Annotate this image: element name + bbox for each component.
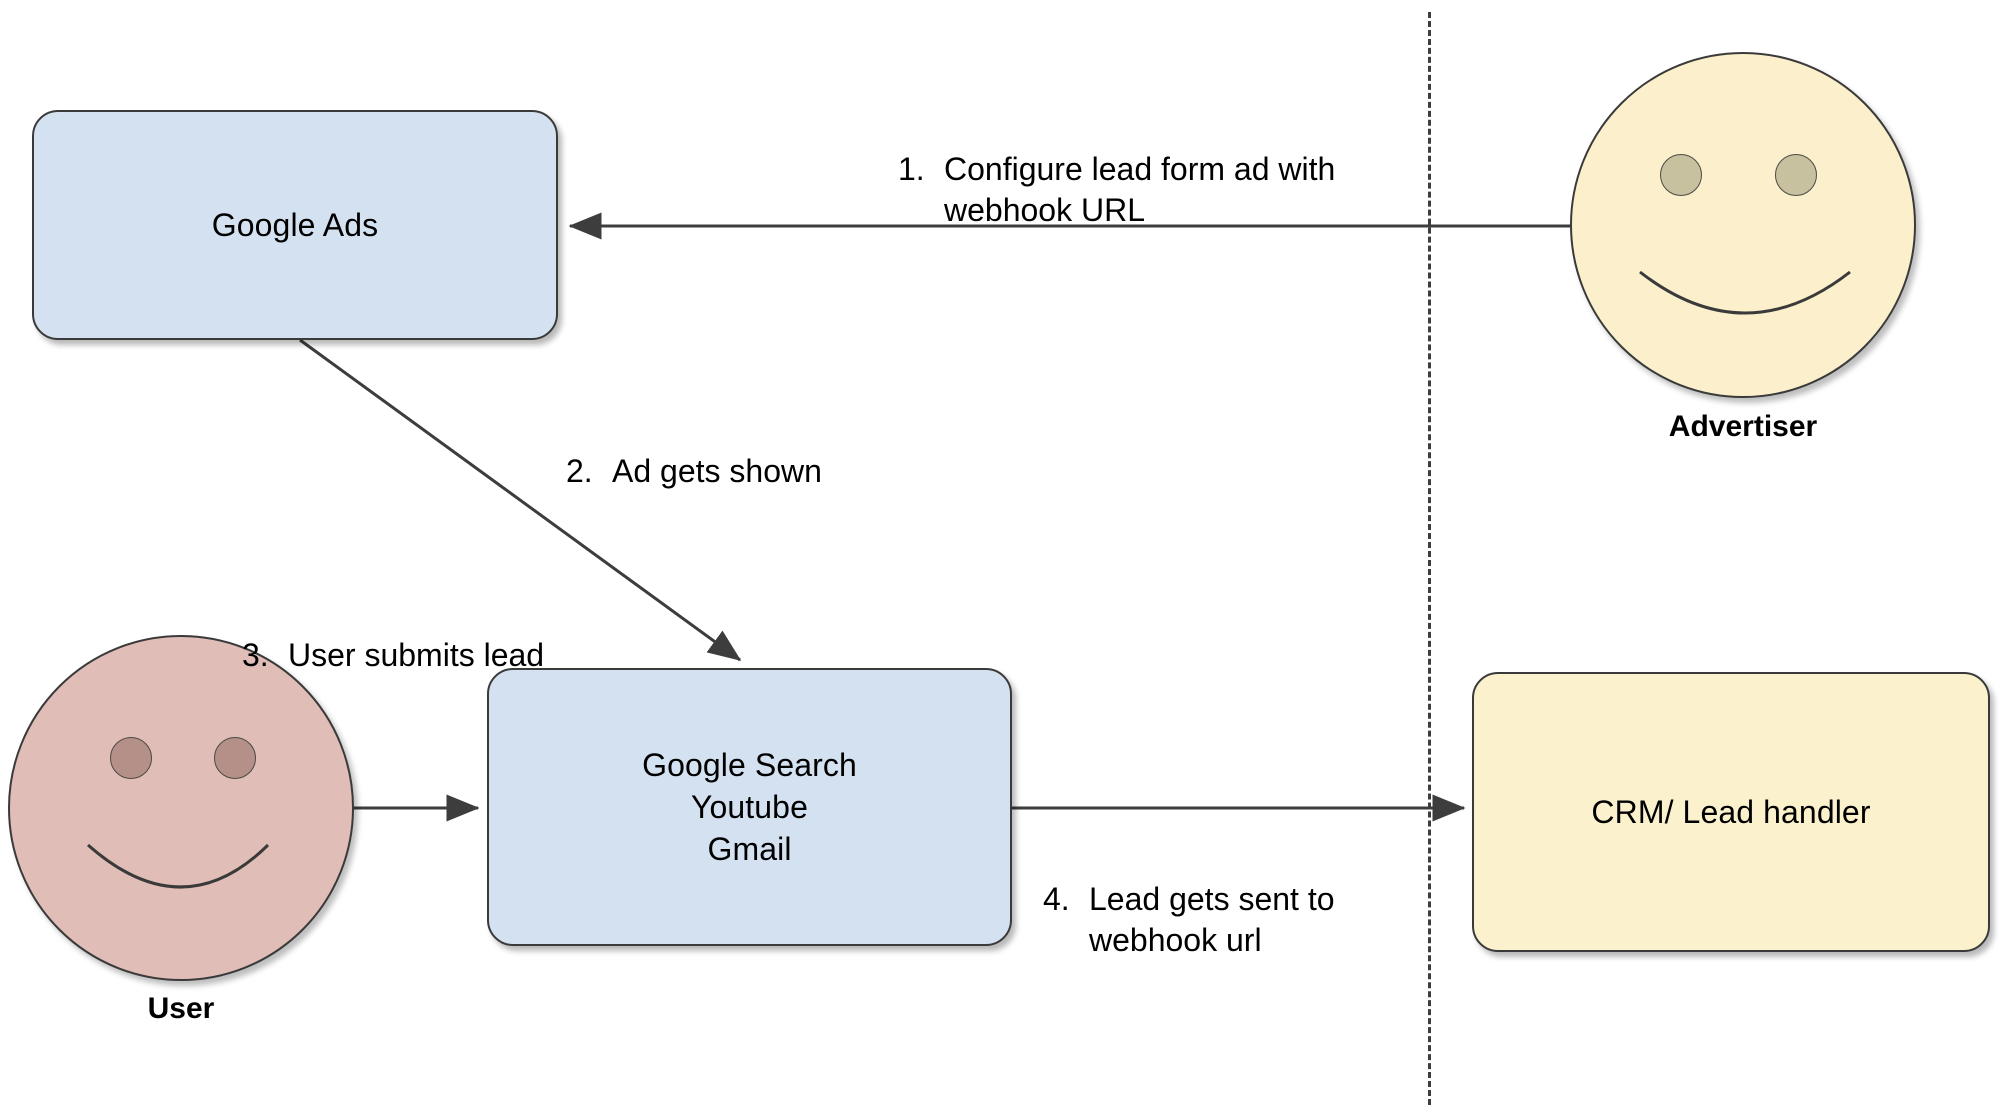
- step-1-text: Configure lead form ad with webhook URL: [944, 150, 1336, 228]
- actor-advertiser-label: Advertiser: [1570, 410, 1916, 444]
- step-label-2: 2. Ad gets shown: [566, 410, 986, 492]
- user-left-eye-icon: [110, 737, 152, 779]
- advertiser-label-text: Advertiser: [1668, 410, 1818, 443]
- advertiser-smile-icon: [1639, 270, 1851, 315]
- node-surfaces[interactable]: Google Search Youtube Gmail: [487, 668, 1012, 946]
- user-right-eye-icon: [214, 737, 256, 779]
- step-1-number: 1.: [898, 150, 925, 187]
- node-google-ads[interactable]: Google Ads: [32, 110, 558, 340]
- node-crm-lead-handler[interactable]: CRM/ Lead handler: [1472, 672, 1990, 952]
- step-label-3: 3. User submits lead: [242, 594, 662, 676]
- node-google-ads-label: Google Ads: [211, 206, 379, 243]
- user-label-text: User: [147, 992, 215, 1025]
- step-4-text: Lead gets sent to webhook url: [1089, 880, 1335, 958]
- node-surfaces-label: Google Search Youtube Gmail: [642, 746, 857, 868]
- step-label-1: 1. Configure lead form ad with webhook UR…: [898, 108, 1418, 231]
- actor-advertiser-face[interactable]: [1570, 52, 1916, 398]
- advertiser-right-eye-icon: [1775, 154, 1817, 196]
- actor-user-face[interactable]: [8, 635, 354, 981]
- vertical-dashed-divider: [1428, 12, 1431, 1105]
- step-4-number: 4.: [1043, 880, 1070, 917]
- step-2-number: 2.: [566, 452, 593, 489]
- step-3-number: 3.: [242, 636, 269, 673]
- user-smile-icon: [87, 843, 270, 889]
- node-crm-label: CRM/ Lead handler: [1591, 793, 1871, 830]
- step-2-text: Ad gets shown: [612, 452, 822, 489]
- advertiser-left-eye-icon: [1660, 154, 1702, 196]
- step-label-4: 4. Lead gets sent to webhook url: [1043, 838, 1443, 961]
- actor-user-label: User: [8, 992, 354, 1026]
- step-3-text: User submits lead: [288, 636, 545, 673]
